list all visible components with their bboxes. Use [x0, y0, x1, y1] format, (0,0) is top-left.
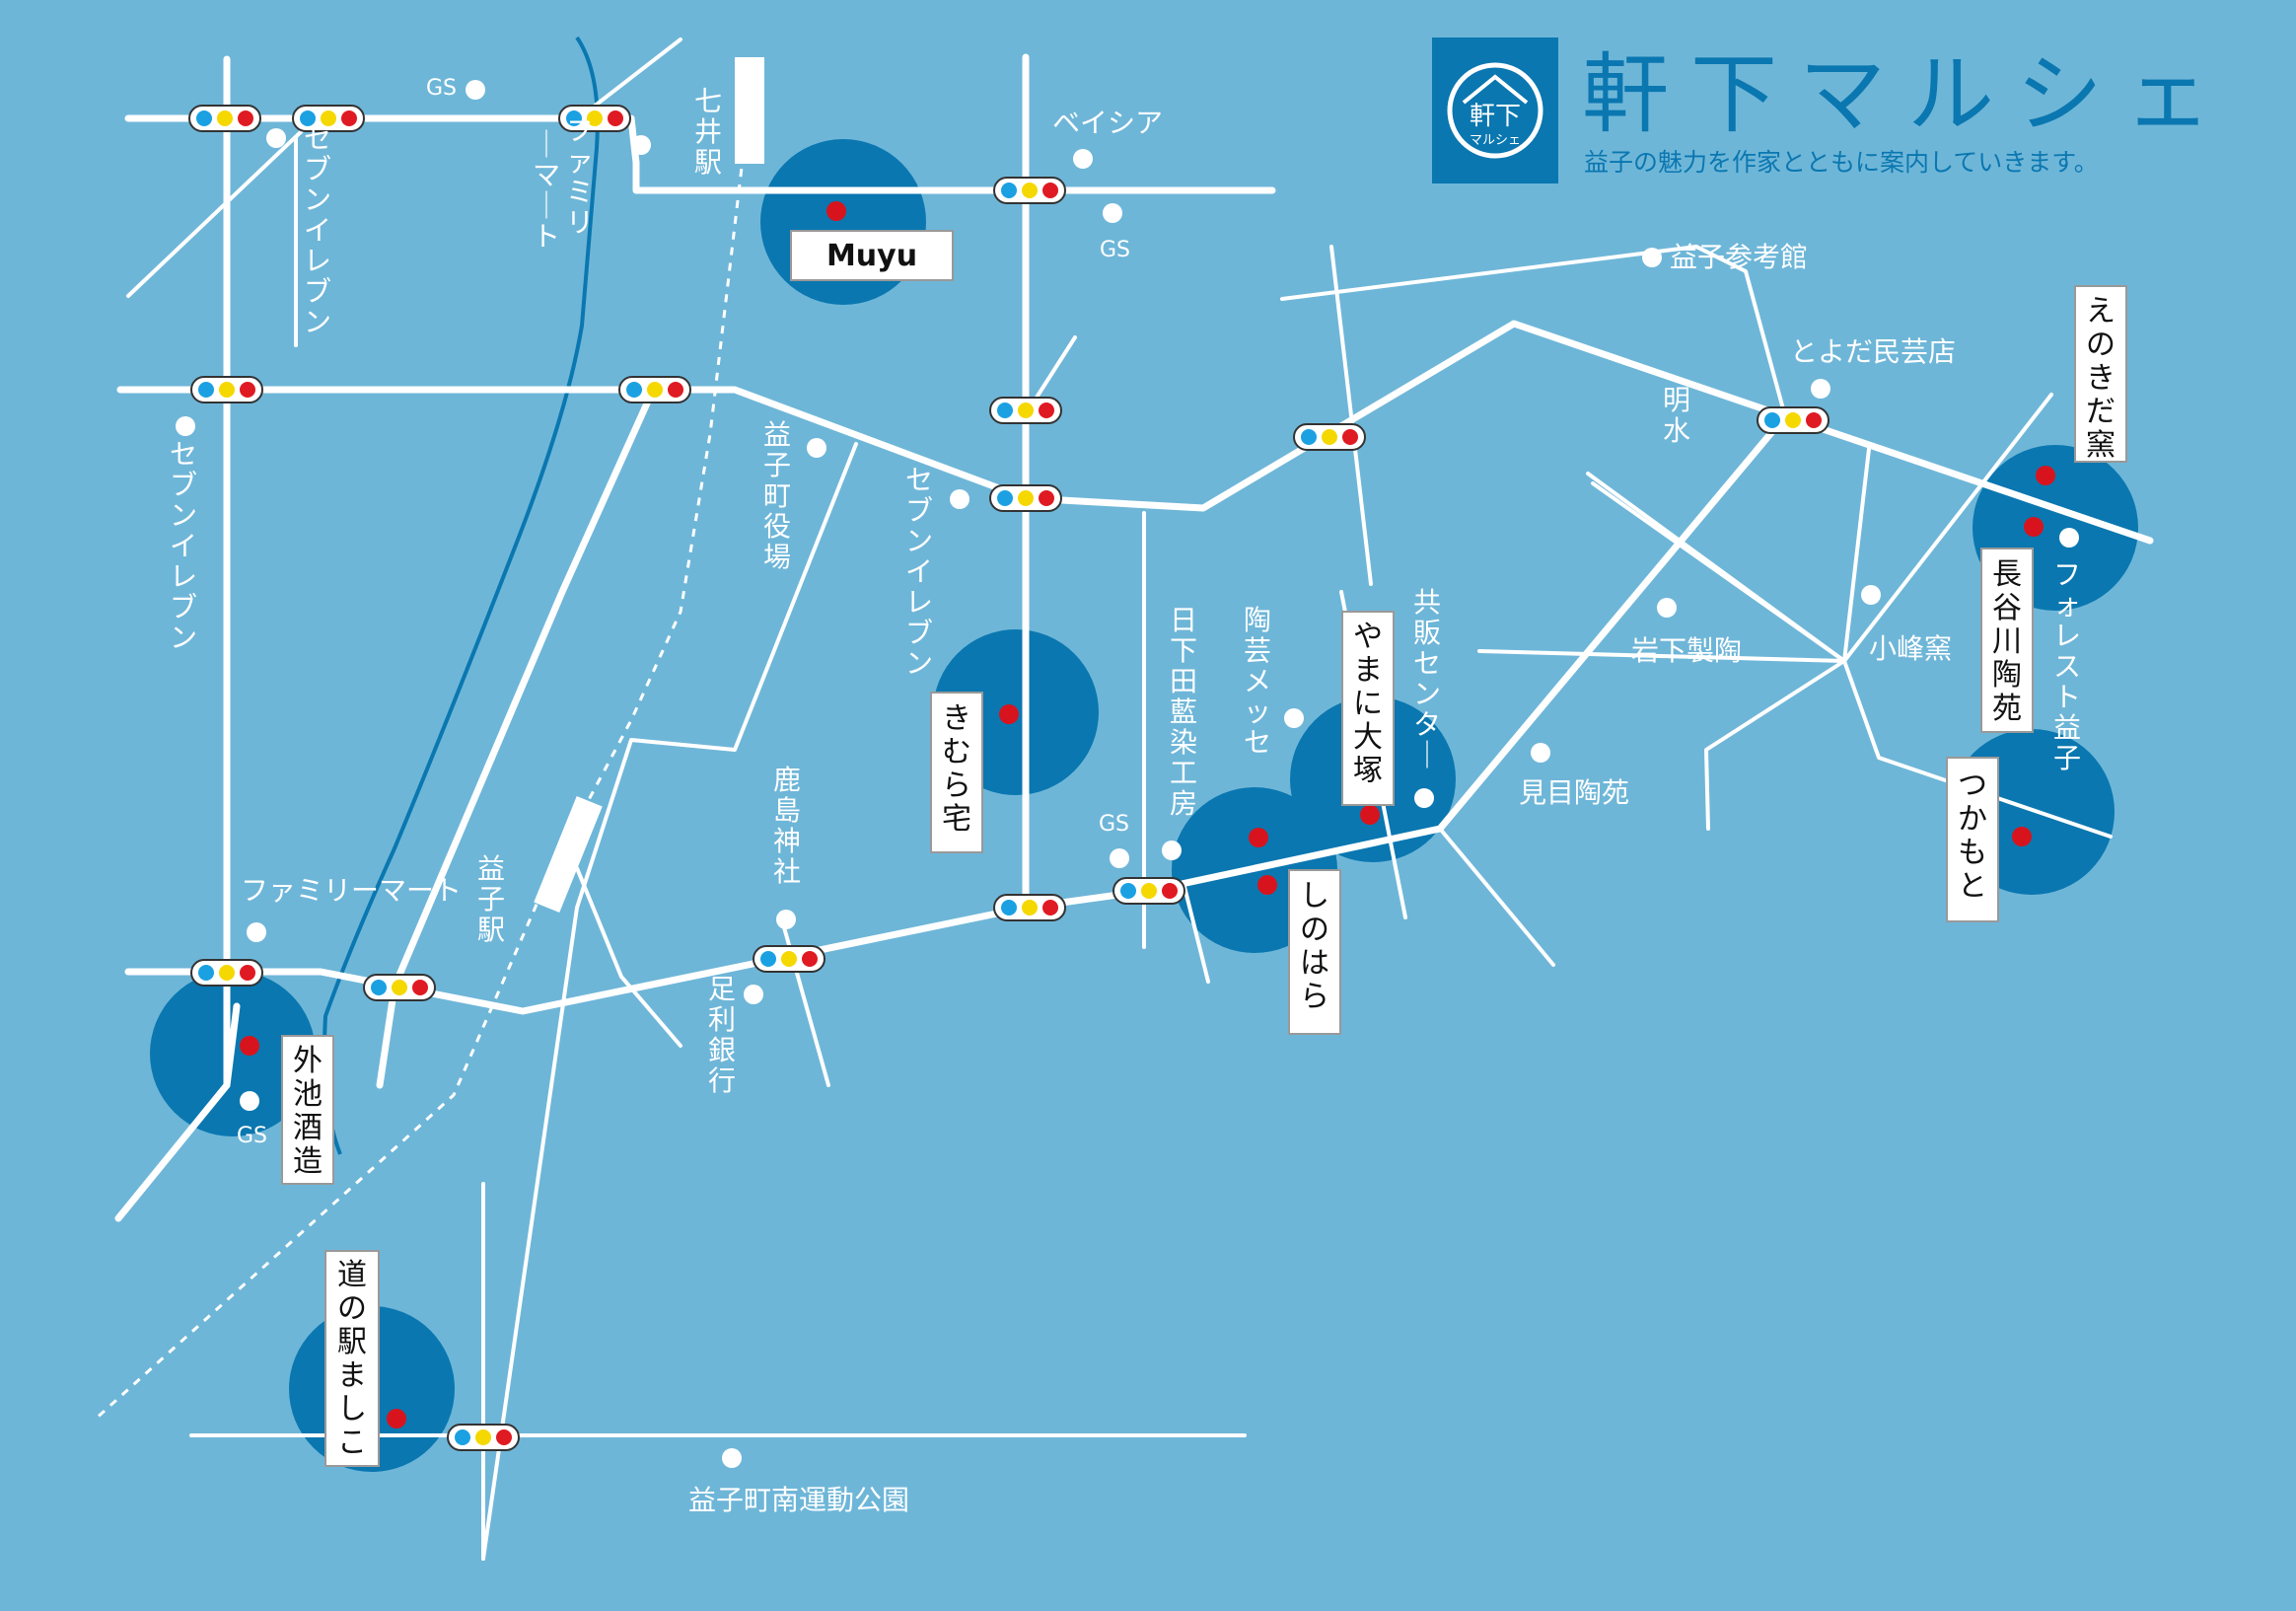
label-higeta: 日下田藍染工房 — [1170, 604, 1197, 820]
nanai-station-icon — [735, 57, 764, 164]
label-seven-eleven-3: セブンイレブン — [905, 464, 933, 680]
place-labels: GS GS GS GS ベイシア 益子参考館 とよだ民芸店 岩下製陶 小峰窯 見… — [237, 76, 1956, 1516]
traffic-signal-icon — [1293, 423, 1366, 451]
vertical-labels: セブンイレブン ファミリ｜マ｜ト 七井駅 セブンイレブン 益子町役場 セブンイレ… — [170, 85, 2081, 1097]
label-tougei-messe: 陶芸メッセ — [1244, 604, 1271, 759]
label-gs-1: GS — [426, 76, 457, 101]
label-gs-3: GS — [1099, 812, 1129, 837]
landmark-dots — [176, 80, 2079, 1468]
logo-roof-icon — [1462, 74, 1529, 105]
traffic-signal-icon — [753, 945, 825, 973]
label-seven-eleven-1: セブンイレブン — [304, 122, 331, 338]
label-meisui: 明水 — [1663, 384, 1690, 447]
traffic-signal-icon — [989, 484, 1062, 512]
venue-label-shinohara: しのはら — [1300, 879, 1329, 1014]
label-family-mart-v-1: ファミリ｜マ｜ト — [533, 114, 594, 253]
river — [323, 36, 600, 1155]
traffic-signal-icon — [292, 105, 365, 132]
label-family-mart-h: ファミリーマート — [241, 874, 462, 907]
traffic-signal-icon — [1112, 877, 1185, 905]
label-ashikaga-bank: 足利銀行 — [708, 973, 736, 1097]
venue-label-tonoike: 外池酒造 — [293, 1044, 323, 1179]
label-forest-mashiko: フォレスト益子 — [2053, 558, 2081, 774]
label-kyohan-center: 共販センタ｜ — [1413, 586, 1441, 771]
venue-markers — [240, 201, 2055, 1428]
traffic-signal-icon — [993, 177, 1066, 204]
venue-label-muyu: Muyu — [826, 239, 917, 273]
label-town-office: 益子町役場 — [763, 418, 791, 573]
label-gs-4: GS — [237, 1124, 267, 1148]
traffic-signal-icon — [618, 376, 691, 403]
label-mime-toen: 見目陶苑 — [1519, 776, 1629, 809]
label-iwashita: 岩下製陶 — [1631, 634, 1742, 667]
label-toyoda-mingei: とよだ民芸店 — [1790, 335, 1956, 368]
traffic-signal-icon — [190, 959, 263, 987]
label-minami-park: 益子町南運動公園 — [688, 1484, 909, 1516]
logo-sub: マルシェ — [1470, 133, 1521, 148]
traffic-signal-icon — [1757, 406, 1830, 434]
traffic-signal-icon — [447, 1424, 520, 1451]
label-mashiko-station: 益子駅 — [477, 852, 505, 946]
venue-label-hasegawa: 長谷川陶苑 — [1992, 557, 2022, 726]
label-mashiko-sankokan: 益子参考館 — [1670, 241, 1808, 273]
traffic-signal-icon — [993, 894, 1066, 921]
traffic-signal-icon — [989, 397, 1062, 424]
logo-box — [1432, 37, 1558, 183]
page-subtitle: 益子の魅力を作家とともに案内していきます。 — [1584, 148, 2099, 177]
page-title: 軒下マルシェ — [1582, 43, 2233, 145]
header: 軒下 マルシェ 軒下マルシェ 益子の魅力を作家とともに案内していきます。 — [1432, 37, 2233, 183]
label-kashima-shrine: 鹿島神社 — [773, 764, 801, 888]
label-komine: 小峰窯 — [1869, 632, 1952, 665]
label-gs-2: GS — [1100, 238, 1130, 262]
venue-label-tsukamoto: つかもと — [1958, 769, 1987, 904]
label-beisia: ベイシア — [1052, 107, 1163, 139]
label-seven-eleven-2: セブンイレブン — [170, 438, 197, 654]
venue-label-michinoeki: 道の駅ましこ — [337, 1258, 367, 1460]
venue-label-kimura: きむら宅 — [942, 701, 971, 837]
logo-main: 軒下 — [1470, 102, 1521, 131]
logo-ring-icon — [1447, 62, 1543, 159]
railway-line — [92, 58, 756, 1423]
traffic-signal-icon — [190, 376, 263, 403]
traffic-signals — [188, 105, 1830, 1451]
traffic-signal-icon — [363, 974, 436, 1001]
venue-label-yamani: やまに大塚 — [1353, 620, 1383, 788]
mashiko-station-icon — [534, 795, 603, 914]
traffic-signal-icon — [558, 105, 631, 132]
venue-boxes: Muyu きむら宅 外池酒造 道の駅ましこ しのはら やまに大塚 えのきだ窯 長… — [281, 230, 2127, 1467]
venue-label-enokida: えのきだ窯 — [2086, 294, 2116, 463]
label-nanai-station: 七井駅 — [694, 85, 722, 179]
traffic-signal-icon — [188, 105, 261, 132]
